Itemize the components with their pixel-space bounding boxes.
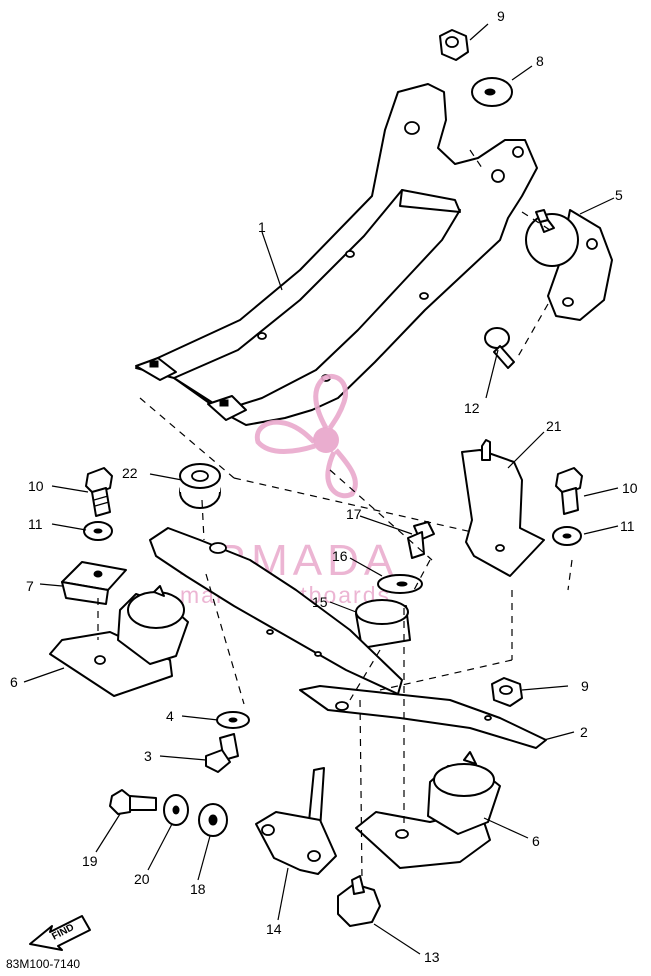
callout-12: 12 xyxy=(464,400,480,416)
washer-part-20 xyxy=(163,794,189,826)
plate-part-7 xyxy=(61,561,127,605)
callout-11-right: 11 xyxy=(620,518,635,534)
stud-bracket-part-14 xyxy=(255,767,337,875)
rubber-mount-part-6-left xyxy=(49,585,189,697)
callout-10-left: 10 xyxy=(28,478,44,494)
callout-14: 14 xyxy=(266,921,282,937)
callout-5: 5 xyxy=(615,187,623,203)
bolt-part-10-right xyxy=(555,467,583,515)
bracket-part-21 xyxy=(461,439,545,577)
bolt-part-10-left xyxy=(85,467,113,517)
plate-part-2 xyxy=(299,685,547,749)
propeller-logo-icon xyxy=(254,374,358,499)
bolt-part-19 xyxy=(109,789,157,815)
callout-11-left: 11 xyxy=(28,516,43,532)
callout-2: 2 xyxy=(580,724,588,740)
rubber-mount-part-5 xyxy=(525,209,613,321)
rubber-mount-part-6-right xyxy=(355,751,501,869)
bolt-part-3 xyxy=(205,733,239,773)
callout-17: 17 xyxy=(346,506,362,522)
main-bracket-part-1 xyxy=(135,83,538,426)
cross-bracket xyxy=(149,527,403,695)
callout-21: 21 xyxy=(546,418,562,434)
collar-part-22 xyxy=(179,463,221,509)
spacer-part-15 xyxy=(355,599,411,649)
washer-part-4 xyxy=(216,711,250,729)
nut-part-9-bottom xyxy=(491,677,523,707)
callout-7: 7 xyxy=(26,578,34,594)
callout-10-right: 10 xyxy=(622,480,638,496)
washer-part-8 xyxy=(471,77,513,107)
callout-9-top: 9 xyxy=(497,8,505,24)
leader-lines xyxy=(23,23,619,955)
callout-6-left: 6 xyxy=(10,674,18,690)
washer-part-18 xyxy=(198,803,228,837)
callout-1: 1 xyxy=(258,219,266,235)
callout-labels: 9 8 5 1 12 21 22 10 10 11 11 17 16 7 15 … xyxy=(10,8,638,965)
callout-4: 4 xyxy=(166,708,174,724)
washer-part-11-right xyxy=(552,526,582,546)
callout-15: 15 xyxy=(312,594,328,610)
callout-20: 20 xyxy=(134,871,150,887)
bolt-part-17 xyxy=(407,521,435,559)
assembly-lines xyxy=(97,149,573,881)
washer-part-16 xyxy=(377,574,423,594)
callout-16: 16 xyxy=(332,548,348,564)
callout-22: 22 xyxy=(122,465,138,481)
callout-8: 8 xyxy=(536,53,544,69)
callout-9-bottom: 9 xyxy=(581,678,589,694)
washer-part-11-left xyxy=(83,521,113,541)
bolt-part-12 xyxy=(484,327,515,369)
callout-6-right: 6 xyxy=(532,833,540,849)
callout-19: 19 xyxy=(82,853,98,869)
callout-13: 13 xyxy=(424,949,440,965)
callout-3: 3 xyxy=(144,748,152,764)
nut-part-13 xyxy=(337,875,381,927)
callout-18: 18 xyxy=(190,881,206,897)
nut-part-9-top xyxy=(439,29,469,61)
find-arrow-icon xyxy=(29,915,91,951)
figure-code: 83M100-7140 xyxy=(6,957,80,971)
find-badge: FIND xyxy=(29,915,91,951)
